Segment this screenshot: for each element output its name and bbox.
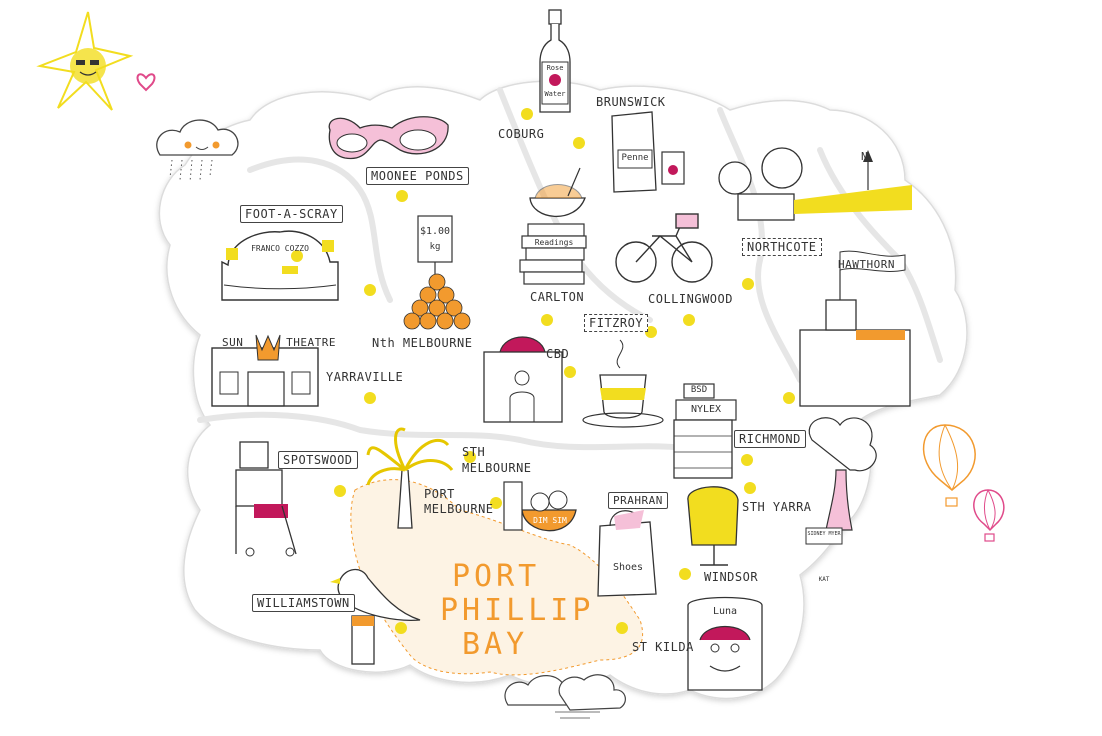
- seagull-icon: [330, 568, 421, 665]
- rose-water-bottle-icon: [539, 9, 571, 113]
- rose-water-label-1: Rose: [546, 64, 564, 72]
- label-foot-a-scray: FOOT-A-SCRAY: [240, 205, 343, 223]
- town-hall-icon: [799, 250, 911, 407]
- bicycle-icon: [615, 213, 713, 283]
- label-sun-theatre: SUN THEATRE: [222, 336, 336, 349]
- sun-icon: [36, 11, 134, 111]
- luna-park-icon: [687, 596, 763, 691]
- oranges-icon: [403, 215, 471, 330]
- spotswood-scienceworks-icon: [235, 441, 297, 557]
- label-sth-melbourne: STH MELBOURNE: [462, 445, 532, 475]
- film-projector-icon: [718, 147, 912, 221]
- coffee-cup-icon: [582, 339, 664, 428]
- books-stack-icon: [519, 223, 587, 285]
- shoes-label: Shoes: [612, 562, 644, 573]
- label-prahran: PRAHRAN: [608, 492, 668, 509]
- label-yarraville: YARRAVILLE: [326, 370, 404, 384]
- label-windsor: WINDSOR: [704, 570, 759, 584]
- happy-cloud-icon: [156, 119, 239, 183]
- label-williamstown: WILLIAMSTOWN: [252, 594, 355, 612]
- dim-sim-label: DIM SIM: [533, 516, 567, 525]
- palm-tree-icon: [366, 427, 454, 529]
- label-st-kilda: ST KILDA: [632, 640, 694, 654]
- heart-icon: [136, 73, 156, 92]
- franco-cozzo-couch-icon: [221, 230, 339, 301]
- label-port-melbourne: PORT MELBOURNE: [424, 487, 494, 516]
- nylex-sign-icon: [673, 383, 737, 479]
- label-hawthorn: HAWTHORN: [838, 258, 895, 271]
- label-northcote: NORTHCOTE: [742, 238, 822, 256]
- label-nth-melbourne: Nth MELBOURNE: [372, 336, 473, 350]
- shopping-bag-icon: [597, 510, 657, 597]
- hot-air-balloon-icon: [973, 489, 1005, 542]
- artist-signature: KAT: [818, 576, 830, 583]
- sidney-myer-label: SIDNEY MYER: [807, 531, 841, 537]
- flinders-street-station-icon: [483, 336, 563, 423]
- sun-theatre-icon: [211, 334, 319, 407]
- label-collingwood: COLLINGWOOD: [648, 292, 733, 306]
- nylex-label-1: NYLEX: [690, 404, 722, 415]
- suburb-markers: [291, 108, 795, 634]
- label-brunswick: BRUNSWICK: [596, 95, 666, 109]
- dim-sim-bowl-icon: [503, 481, 577, 532]
- bay-name-line-1: PORT: [452, 559, 541, 594]
- hot-air-balloon-icon: [923, 424, 976, 507]
- cat-eye-glasses-icon: [328, 116, 449, 160]
- luna-label: Luna: [712, 606, 738, 617]
- label-moonee-ponds: MOONEE PONDS: [366, 167, 469, 185]
- nylex-label-2: BSD: [690, 385, 708, 395]
- franco-cozzo-label: FRANCO COZZO: [251, 244, 309, 253]
- label-carlton: CARLTON: [530, 290, 585, 304]
- label-fitzroy: FITZROY: [584, 314, 649, 332]
- price-label-2: kg: [429, 242, 441, 252]
- label-richmond: RICHMOND: [734, 430, 806, 448]
- readings-label: Readings: [534, 238, 574, 247]
- penne-label: Penne: [621, 153, 649, 163]
- egg-chair-icon: [687, 486, 739, 566]
- rose-water-label-2: Water: [544, 90, 566, 98]
- compass-label: N: [861, 150, 868, 163]
- cloud-icon: [504, 674, 626, 719]
- bay-name-line-2: PHILLIP: [440, 593, 595, 628]
- label-spotswood: SPOTSWOOD: [278, 451, 358, 469]
- label-coburg: COBURG: [498, 127, 545, 141]
- pasta-bowl-icon: [529, 167, 586, 218]
- label-cbd: CBD: [546, 347, 570, 361]
- tree-icon: [805, 417, 877, 545]
- bay-name-line-3: BAY: [462, 627, 529, 662]
- price-label-1: $1.00: [419, 226, 451, 237]
- label-sth-yarra: STH YARRA: [742, 500, 812, 514]
- penne-bag-icon: [611, 111, 685, 193]
